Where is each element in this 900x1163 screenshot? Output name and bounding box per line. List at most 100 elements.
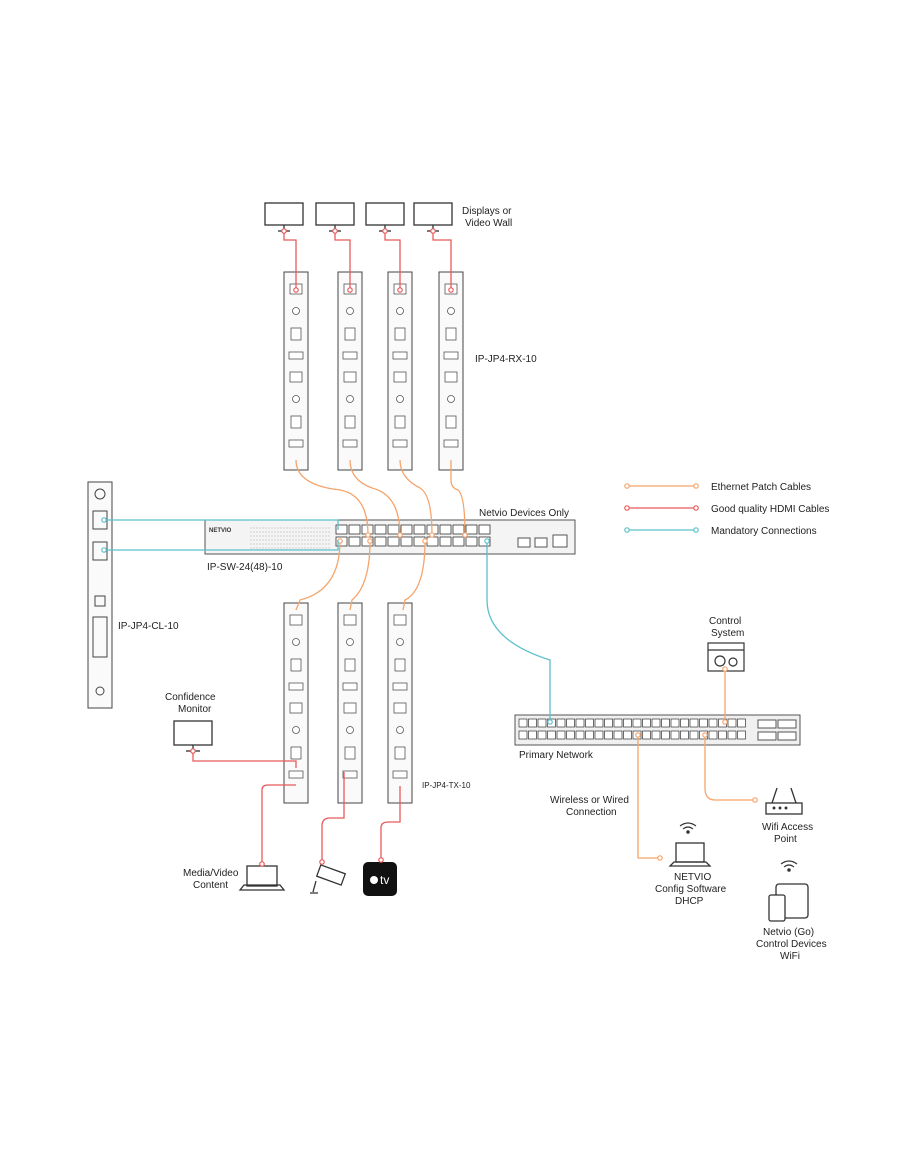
primary-port: [537, 718, 547, 728]
primary-port: [651, 718, 661, 728]
display-icons: [264, 202, 453, 232]
camera-icon: [310, 864, 347, 894]
primary-port: [727, 730, 737, 740]
primary-network-label: Primary Network: [519, 750, 594, 761]
switch-port: [400, 524, 413, 535]
primary-port: [518, 718, 528, 728]
primary-port: [680, 718, 689, 728]
switch-port: [439, 536, 452, 547]
primary-port: [623, 730, 632, 740]
primary-port: [604, 730, 613, 740]
cl-label: IP-JP4-CL-10: [118, 621, 179, 632]
switch-port: [348, 536, 361, 547]
primary-port: [537, 730, 547, 740]
legend-swatch-end: [693, 505, 699, 511]
switch-port: [452, 536, 465, 547]
primary-port: [680, 730, 689, 740]
apple-tv-icon: tv: [363, 862, 397, 896]
hdmi-cables: [192, 231, 452, 864]
legend-item: Good quality HDMI Cables: [624, 504, 829, 515]
router-icon: [765, 787, 803, 815]
apple-tv-text: tv: [380, 873, 389, 887]
switch-port: [374, 536, 387, 547]
tx-transmitters: [283, 602, 413, 804]
primary-port: [718, 730, 727, 740]
legend-swatch-end: [624, 483, 630, 489]
switch-port: [452, 524, 465, 535]
mandatory-cables: [104, 519, 551, 722]
legend-item: Mandatory Connections: [624, 526, 817, 537]
primary-port: [566, 730, 575, 740]
switch-port: [439, 524, 452, 535]
display-icon: [264, 202, 304, 232]
primary-port: [642, 730, 651, 740]
primary-port: [642, 718, 651, 728]
primary-port: [737, 730, 746, 740]
primary-port: [670, 718, 680, 728]
primary-port: [737, 718, 746, 728]
primary-port: [689, 718, 699, 728]
tx-unit: [387, 602, 413, 804]
switch-port: [335, 524, 348, 535]
primary-port: [528, 730, 537, 740]
primary-port: [547, 730, 556, 740]
cl-controller: [87, 481, 113, 709]
display-icon: [365, 202, 405, 232]
primary-port: [575, 718, 585, 728]
switch-port: [348, 524, 361, 535]
switch-port: [426, 536, 439, 547]
primary-port: [689, 730, 699, 740]
primary-port: [604, 718, 613, 728]
primary-port: [651, 730, 661, 740]
display-icon: [413, 202, 453, 232]
rx-label: IP-JP4-RX-10: [475, 354, 537, 365]
primary-port: [661, 730, 670, 740]
rx-unit: [438, 271, 464, 471]
primary-port: [670, 730, 680, 740]
wifi-icon: [679, 822, 697, 834]
primary-port: [575, 730, 585, 740]
rx-unit: [283, 271, 309, 471]
legend-label: Good quality HDMI Cables: [711, 504, 829, 515]
primary-port: [528, 718, 537, 728]
primary-network-switch: [514, 714, 801, 746]
rx-receivers: [283, 271, 464, 471]
primary-port: [708, 730, 718, 740]
legend-swatch-end: [624, 527, 630, 533]
ethernet-cable-ends: [337, 532, 758, 861]
switch-port: [465, 524, 478, 535]
switch-port: [400, 536, 413, 547]
primary-port: [613, 718, 623, 728]
netvio-switch: NETVIO: [204, 519, 576, 555]
ethernet-cables: [295, 459, 755, 859]
switch-port: [413, 524, 426, 535]
legend-swatch-end: [624, 505, 630, 511]
netvio-devices-label: Netvio Devices Only: [479, 508, 569, 519]
primary-port: [594, 718, 604, 728]
rx-unit: [387, 271, 413, 471]
primary-port: [727, 718, 737, 728]
switch-brand: NETVIO: [209, 528, 232, 534]
tx-unit: [283, 602, 309, 804]
primary-port: [566, 718, 575, 728]
tablet-phone-icon: [768, 883, 809, 922]
switch-port: [478, 524, 491, 535]
primary-port: [661, 718, 670, 728]
legend-swatch-end: [693, 483, 699, 489]
switch-port: [465, 536, 478, 547]
primary-port: [585, 718, 594, 728]
confidence-monitor-icon: [173, 720, 213, 752]
legend-label: Mandatory Connections: [711, 526, 817, 537]
wifi-icon: [780, 860, 798, 872]
legend-label: Ethernet Patch Cables: [711, 482, 811, 493]
primary-port: [623, 718, 632, 728]
config-laptop-icon: [668, 842, 712, 867]
tx-label: IP-JP4-TX-10: [422, 781, 471, 790]
